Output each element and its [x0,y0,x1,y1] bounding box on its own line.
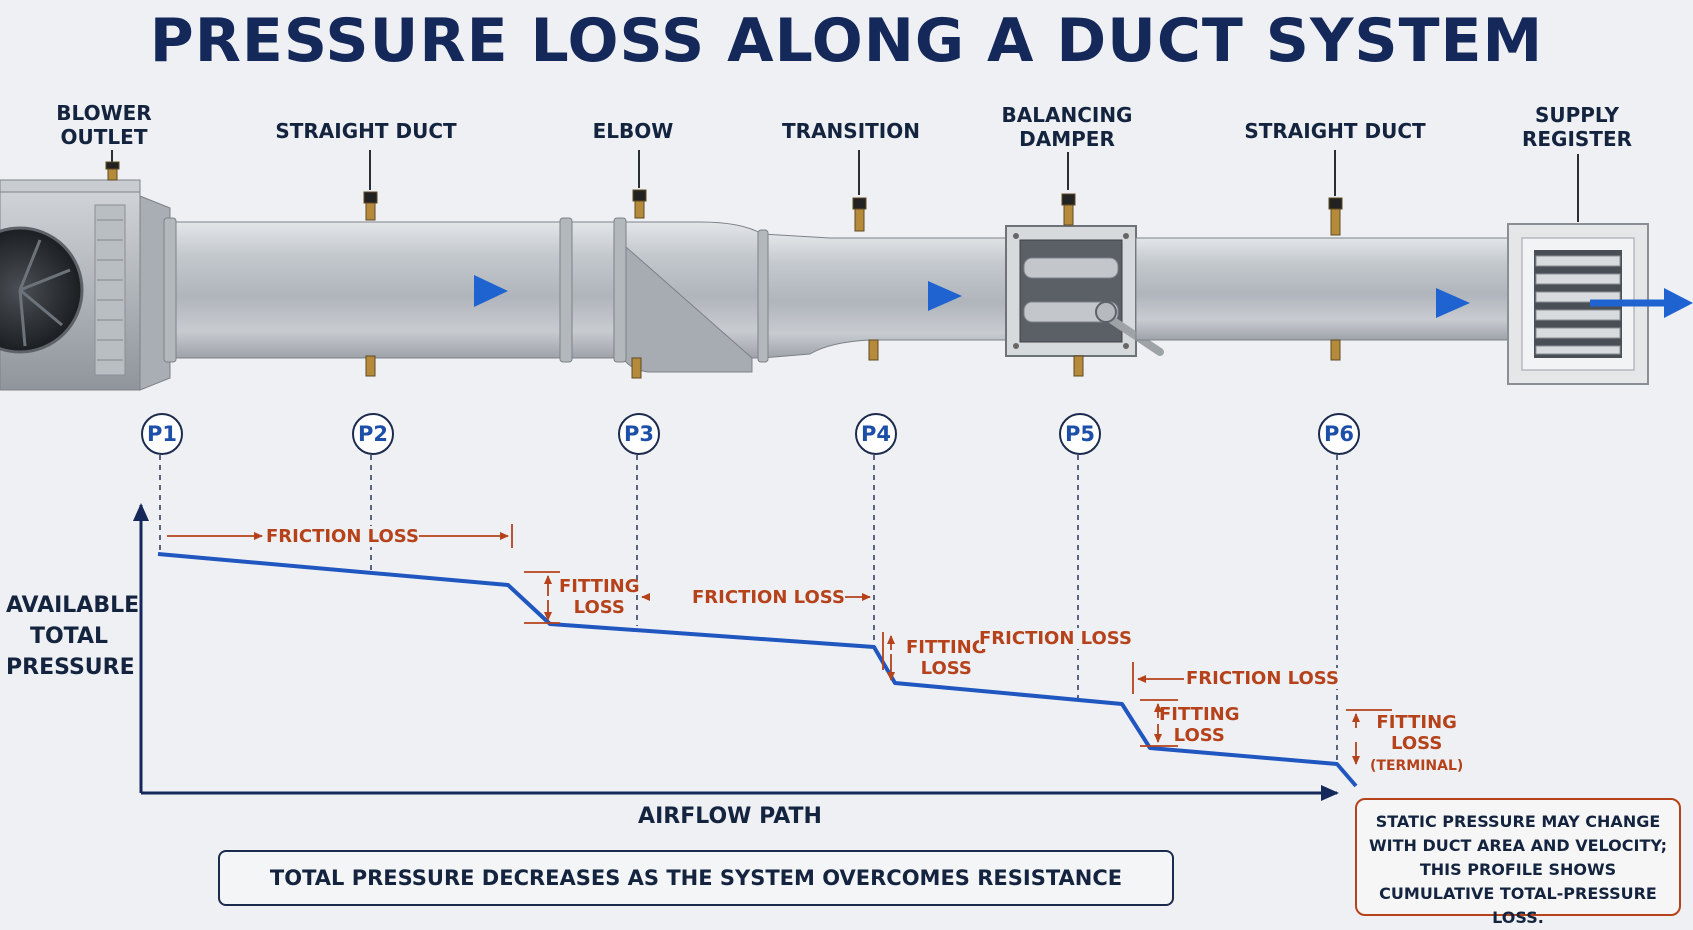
fitting-loss-label: FITTING LOSS [1159,704,1240,746]
label-straight-duct-2: STRAIGHT DUCT [1244,119,1426,143]
friction-loss-label: FRICTION LOSS [266,526,419,547]
friction-loss-label: FRICTION LOSS [692,587,845,608]
fitting-loss-label: FITTING LOSS [559,576,640,618]
label-balancing-damper: BALANCING DAMPER [1001,103,1133,151]
page-title: PRESSURE LOSS ALONG A DUCT SYSTEM [149,6,1544,76]
label-leaders [111,150,1579,222]
friction-loss-label: FRICTION LOSS [1186,668,1339,689]
summary-statement: TOTAL PRESSURE DECREASES AS THE SYSTEM O… [269,866,1123,890]
pressure-tap-icons [105,161,1343,379]
note-box: STATIC PRESSURE MAY CHANGE WITH DUCT ARE… [1355,798,1681,927]
damper-handle-icon [1095,301,1164,356]
flow-arrow-icon [474,275,508,307]
note-text: STATIC PRESSURE MAY CHANGE WITH DUCT ARE… [1369,812,1667,927]
label-elbow: ELBOW [592,119,674,143]
airflow-arrows [180,275,1693,318]
pressure-point-p1: P1 [141,413,183,455]
pressure-point-p5: P5 [1059,413,1101,455]
fan-icon [0,226,84,354]
x-axis-label: AIRFLOW PATH [638,804,822,829]
label-blower-outlet: BLOWER OUTLET [56,101,152,149]
fitting-loss-label: FITTING LOSS [906,637,987,679]
station-drop-lines [159,455,1338,762]
pressure-profile-line [157,552,1358,788]
blower-unit [0,179,171,391]
fitting-loss-terminal-label: FITTING LOSS (TERMINAL) [1370,712,1464,774]
pressure-point-p6: P6 [1318,413,1360,455]
pressure-point-p4: P4 [855,413,897,455]
y-axis-label: AVAILABLE TOTAL PRESSURE [6,593,140,680]
label-straight-duct-1: STRAIGHT DUCT [275,119,457,143]
label-transition: TRANSITION [782,119,920,143]
flow-arrow-icon [1664,288,1693,318]
summary-statement-box: TOTAL PRESSURE DECREASES AS THE SYSTEM O… [218,850,1174,906]
pressure-point-p2: P2 [352,413,394,455]
pressure-point-p3: P3 [618,413,660,455]
label-supply-register: SUPPLY REGISTER [1521,103,1633,151]
friction-loss-label: FRICTION LOSS [979,628,1132,649]
chart-axes [133,503,1339,801]
flow-arrow-icon [928,281,962,311]
flow-arrow-icon [1436,288,1470,318]
